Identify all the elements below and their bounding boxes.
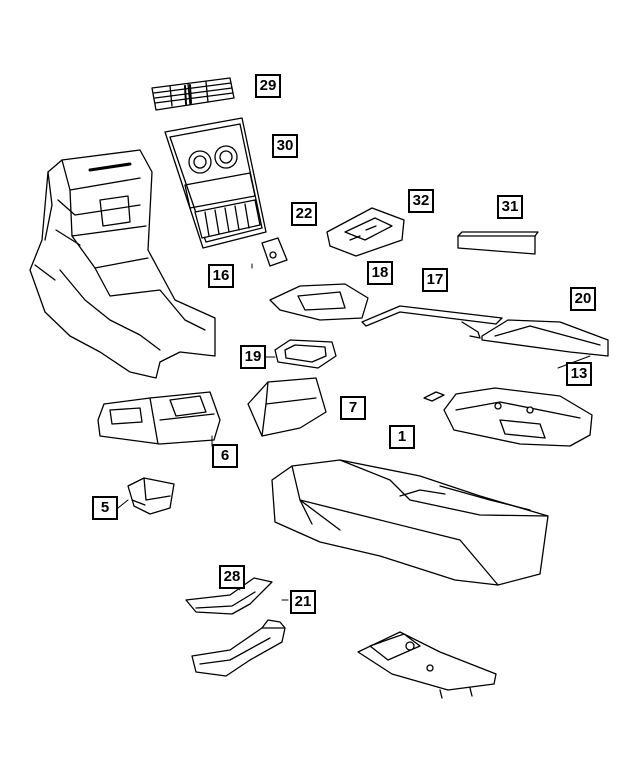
callout-18: 18 xyxy=(367,261,393,285)
callout-29: 29 xyxy=(255,74,281,98)
part-21-duct xyxy=(191,619,286,677)
callout-5: 5 xyxy=(92,496,118,520)
part-1-console-body xyxy=(271,459,549,586)
part-32-shifter-bezel xyxy=(326,207,405,257)
part-13-latch xyxy=(423,391,445,402)
part-28-duct xyxy=(185,577,273,615)
part-20-side-panel xyxy=(481,319,609,357)
callout-32: 32 xyxy=(408,189,434,213)
callout-20: 20 xyxy=(570,287,596,311)
part-5-bracket xyxy=(127,477,175,515)
part-6-console-front xyxy=(97,391,221,445)
callout-19: 19 xyxy=(240,345,266,369)
callout-22: 22 xyxy=(291,202,317,226)
part-30-bezel xyxy=(164,117,267,249)
callout-28: 28 xyxy=(219,565,245,589)
callout-13: 13 xyxy=(566,362,592,386)
part-13-armrest xyxy=(443,387,593,447)
callout-16: 16 xyxy=(208,264,234,288)
part-19-cup-insert xyxy=(274,339,337,369)
part-16-center-frame xyxy=(29,149,216,379)
callout-17: 17 xyxy=(422,268,448,292)
callout-6: 6 xyxy=(212,444,238,468)
callout-21: 21 xyxy=(290,590,316,614)
part-29-vent-grille xyxy=(151,77,235,111)
base-plate xyxy=(357,631,497,699)
part-17-molding xyxy=(361,305,503,339)
callout-31: 31 xyxy=(497,195,523,219)
callout-7: 7 xyxy=(340,396,366,420)
callout-1: 1 xyxy=(389,425,415,449)
part-7-storage-bin xyxy=(247,377,327,437)
part-31-lid xyxy=(457,231,539,255)
part-18-shifter-tray xyxy=(269,283,369,321)
callout-30: 30 xyxy=(272,134,298,158)
part-22-trim xyxy=(261,237,288,267)
